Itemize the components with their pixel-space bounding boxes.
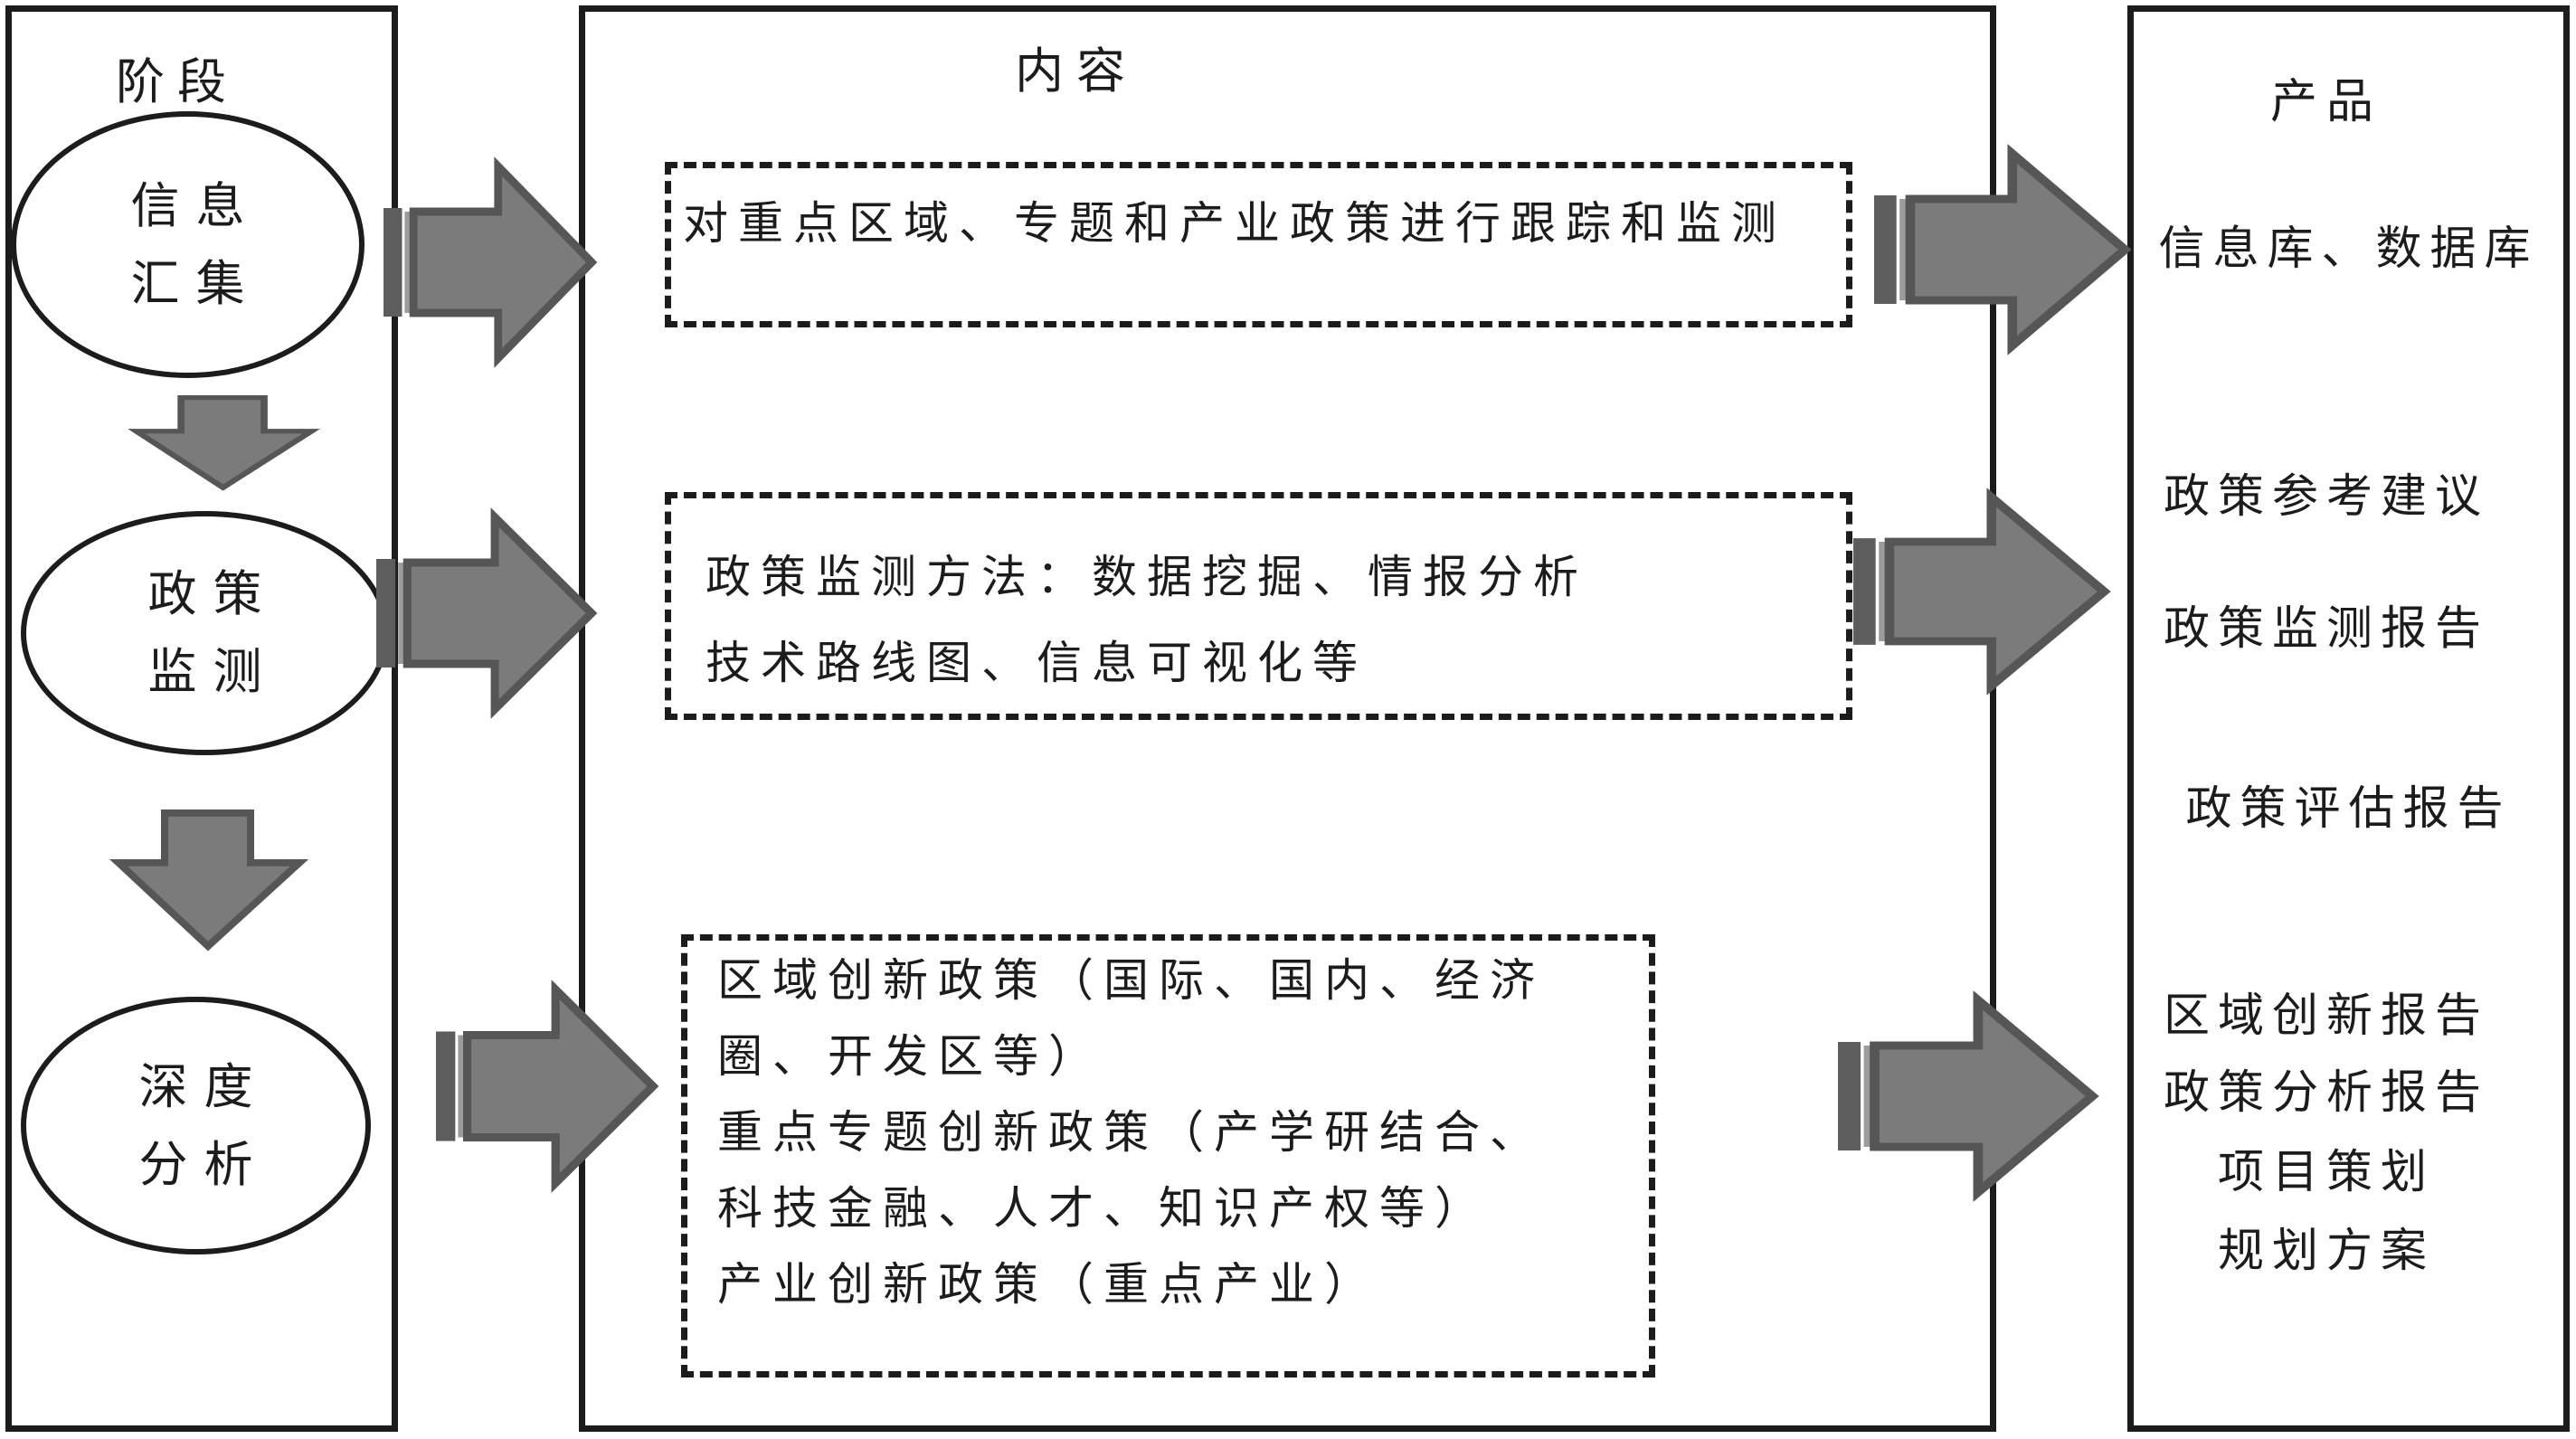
right-arrow-icon: [376, 507, 598, 719]
right-arrow-icon: [384, 156, 598, 368]
content-box-line: 政策监测方法：数据挖掘、情报分析: [706, 552, 1588, 602]
product-item: 政策监测报告: [2163, 604, 2489, 655]
ellipse-line: 深度: [138, 1059, 270, 1114]
products-column-header: 产品: [2269, 77, 2382, 128]
right-arrow-icon: [1853, 488, 2111, 696]
content-box-line: 产业创新政策（重点产业）: [717, 1259, 1379, 1310]
content-box-line: 圈、开发区等）: [717, 1031, 1103, 1082]
products-column-panel: [2127, 5, 2570, 1432]
content-box-line: 重点专题创新政策（产学研结合、: [717, 1107, 1545, 1158]
ellipse-line: 分析: [138, 1137, 270, 1192]
content-box-tracking: 对重点区域、专题和产业政策进行跟踪和监测: [665, 162, 1852, 327]
stage-ellipse-deep-analysis: 深度 分析: [21, 997, 371, 1254]
product-item: 政策参考建议: [2163, 472, 2489, 523]
content-column-header: 内容: [1015, 44, 1138, 99]
content-box-line: 技术路线图、信息可视化等: [706, 638, 1368, 688]
down-arrow-icon: [109, 809, 309, 951]
right-arrow-icon: [1874, 144, 2132, 355]
product-item: 规划方案: [2217, 1226, 2435, 1277]
content-box-line: 对重点区域、专题和产业政策进行跟踪和监测: [683, 198, 1786, 249]
stage-column-header: 阶段: [116, 55, 239, 109]
stage-ellipse-information-collection: 信息 汇集: [11, 111, 365, 378]
product-item: 项目策划: [2217, 1148, 2435, 1198]
ellipse-line: 政策: [147, 567, 279, 621]
right-arrow-icon: [436, 980, 659, 1193]
stage-ellipse-policy-monitoring: 政策 监测: [21, 511, 389, 755]
product-item: 信息库、数据库: [2158, 224, 2539, 275]
down-arrow-icon: [128, 395, 321, 491]
content-box-line: 科技金融、人才、知识产权等）: [717, 1183, 1490, 1234]
ellipse-line: 监测: [147, 645, 279, 699]
product-item: 政策评估报告: [2185, 784, 2512, 835]
content-box-line: 区域创新政策（国际、国内、经济: [717, 955, 1545, 1006]
product-item: 区域创新报告: [2163, 991, 2489, 1042]
ellipse-line: 汇集: [130, 256, 261, 311]
ellipse-line: 信息: [130, 178, 261, 233]
product-item: 政策分析报告: [2163, 1068, 2489, 1119]
content-box-innovation-policies: 区域创新政策（国际、国内、经济 圈、开发区等） 重点专题创新政策（产学研结合、 …: [681, 934, 1655, 1377]
content-box-methods: 政策监测方法：数据挖掘、情报分析 技术路线图、信息可视化等: [665, 492, 1852, 720]
right-arrow-icon: [1838, 990, 2099, 1202]
